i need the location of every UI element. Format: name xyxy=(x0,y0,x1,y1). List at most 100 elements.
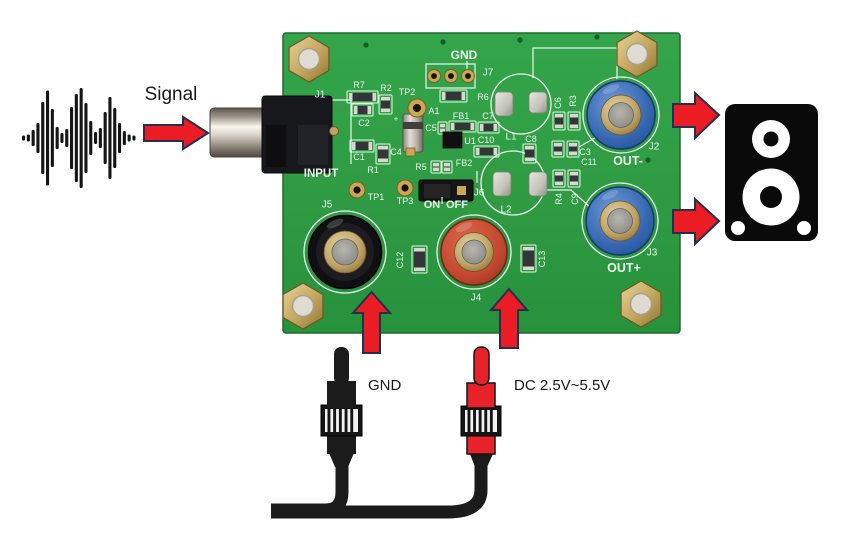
pcb-label-j4: J4 xyxy=(471,293,482,304)
dc-voltage-label: DC 2.5V~5.5V xyxy=(514,377,610,394)
waveform-bar xyxy=(55,127,59,149)
pcb-label-gnd: GND xyxy=(451,48,478,62)
smd-component xyxy=(448,120,477,133)
solder-pads xyxy=(492,91,548,197)
smd-component xyxy=(551,140,565,158)
banana-jack-j5-gnd xyxy=(303,210,387,294)
power-cables xyxy=(271,346,502,519)
hex-standoff-nut xyxy=(620,280,662,328)
crimp-stripe xyxy=(350,409,354,432)
pcb-label-u1: U1 xyxy=(464,136,476,146)
speaker-icon xyxy=(725,104,818,241)
jumper-pin xyxy=(457,186,466,195)
pcb-label-l2: L2 xyxy=(500,205,512,216)
inductor-outline xyxy=(490,73,552,135)
silkscreen-trace xyxy=(545,189,592,209)
waveform-bar xyxy=(132,135,136,141)
waveform-bar xyxy=(98,128,102,148)
crimp-stripe xyxy=(467,410,471,432)
pcb-label-c10: C10 xyxy=(478,135,495,145)
crimp-stripe xyxy=(344,409,348,432)
waveform-bar xyxy=(94,132,98,144)
jumper-cap xyxy=(422,182,452,200)
corner-standoffs xyxy=(282,30,662,330)
pcb-label-fb2: FB2 xyxy=(456,158,473,168)
waveform-bar xyxy=(26,134,30,142)
pcb-label-c4plus: + xyxy=(394,115,399,124)
pcb-label-out-minus: OUT- xyxy=(613,154,643,168)
crimp-stripe xyxy=(489,410,493,432)
pcb-label-r4: R4 xyxy=(554,193,564,205)
fiducial-mark xyxy=(594,34,600,40)
smd-component xyxy=(378,94,393,115)
pcb-label-c4: C4 xyxy=(390,147,402,157)
smd-component xyxy=(566,140,580,158)
waveform-bar xyxy=(103,112,107,164)
banana-jacks xyxy=(303,76,660,294)
waveform-bar xyxy=(118,123,122,153)
waveform-bar xyxy=(46,90,50,186)
pcb-label-r2: R2 xyxy=(380,83,392,93)
fiducial-mark xyxy=(645,157,651,163)
pcb-label-c3: C3 xyxy=(579,147,591,157)
rca-input-jack xyxy=(209,95,339,174)
tp3-pad xyxy=(396,179,414,197)
smd-component xyxy=(552,169,566,188)
waveform-bar xyxy=(65,129,69,147)
smd-component xyxy=(552,111,566,131)
out-plus-arrow-icon xyxy=(672,196,721,247)
waveform-bar xyxy=(36,123,40,153)
pcb-label-c12: C12 xyxy=(395,252,405,269)
solder-pad xyxy=(528,171,548,197)
pcb-label-r7: R7 xyxy=(353,80,365,90)
pcb-label-tp2: TP2 xyxy=(399,87,416,97)
waveform-bar xyxy=(70,107,74,169)
smd-component xyxy=(441,160,453,174)
pcb-label-on: ON xyxy=(424,199,441,211)
smd-component xyxy=(437,121,448,135)
pcb-label-c8: C8 xyxy=(525,134,537,144)
gnd-label: GND xyxy=(368,377,402,394)
pcb-label-c2: C2 xyxy=(358,118,370,128)
pcb-label-fb1: FB1 xyxy=(453,111,470,121)
solder-pad xyxy=(492,171,512,197)
waveform-bar xyxy=(108,97,112,179)
smd-component xyxy=(346,90,379,104)
pcb-label-j7: J7 xyxy=(483,68,494,79)
smd-component xyxy=(567,111,581,131)
annotation-arrows xyxy=(143,90,721,354)
smd-component xyxy=(473,145,500,158)
fiducial-mark xyxy=(440,39,446,45)
smd-components xyxy=(346,89,581,274)
j7-pin xyxy=(427,69,441,83)
smd-component xyxy=(439,89,468,103)
pcb-label-r5: R5 xyxy=(415,162,427,172)
pcb-label-j5: J5 xyxy=(322,200,333,211)
smd-component xyxy=(375,143,391,165)
out-minus-arrow-icon xyxy=(672,90,721,141)
crimp-stripe xyxy=(327,409,331,432)
crimp-stripe xyxy=(473,410,476,432)
tp2-pad xyxy=(407,98,427,118)
audio-waveform-icon xyxy=(22,88,136,188)
crimp-stripe xyxy=(333,409,337,432)
pcb-label-j6: J6 xyxy=(474,188,485,199)
ic-u1 xyxy=(442,131,463,149)
dc-arrow-icon xyxy=(488,287,530,349)
waveform-bar xyxy=(122,131,126,145)
smd-component xyxy=(411,245,428,274)
rca-barrel xyxy=(209,107,266,158)
smd-component xyxy=(522,143,537,164)
waveform-bar xyxy=(50,109,54,167)
gnd-arrow-icon xyxy=(350,290,393,354)
pcb-label-r6: R6 xyxy=(477,92,489,102)
banana-jack-j3-out-plus xyxy=(581,182,659,260)
crimp-stripe xyxy=(484,410,488,432)
pcb-label-tp1: TP1 xyxy=(368,192,385,202)
solder-pad xyxy=(494,91,514,117)
pcb-label-tp3: TP3 xyxy=(397,196,414,206)
pcb-label-j3: J3 xyxy=(647,248,658,259)
